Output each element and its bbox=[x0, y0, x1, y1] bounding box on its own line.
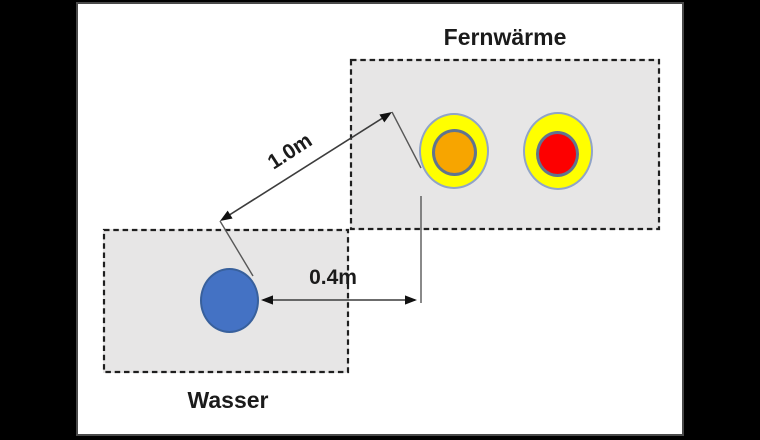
heating-pipe-red-core bbox=[536, 131, 579, 177]
heating-pipe-orange-core bbox=[432, 129, 477, 176]
horizontal-clearance-dimension-label: 0.4m bbox=[309, 266, 357, 289]
water-label: Wasser bbox=[187, 387, 269, 413]
district-heating-label: Fernwärme bbox=[443, 24, 567, 50]
district-heating-zone bbox=[350, 59, 660, 230]
water-pipe bbox=[200, 268, 259, 333]
